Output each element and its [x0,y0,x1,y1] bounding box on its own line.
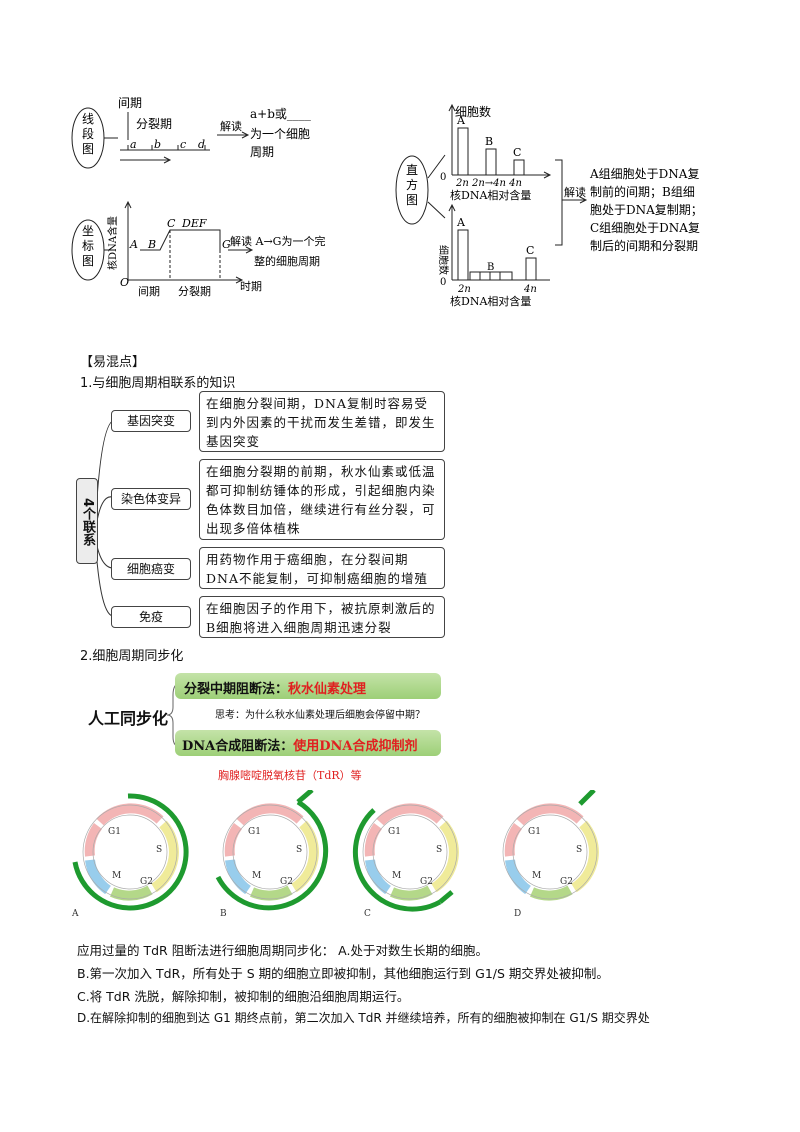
side-label: 4个联系 [76,478,98,564]
svg-text:0: 0 [440,172,446,183]
svg-text:A: A [456,114,466,127]
svg-text:C组细胞处于DNA复: C组细胞处于DNA复 [590,221,700,235]
section2-title: 2.细胞周期同步化 [80,649,184,664]
svg-text:C: C [526,244,534,257]
link-text-immunity: 在细胞因子的作用下，被抗原刺激后的B细胞将进入细胞周期迅速分裂 [199,596,445,638]
link-label-immunity: 免疫 [111,606,191,628]
svg-text:G1: G1 [108,827,121,837]
svg-text:解读: 解读 [564,185,586,199]
svg-text:G1: G1 [528,827,541,837]
svg-text:S: S [436,845,442,855]
svg-text:分裂期: 分裂期 [178,285,211,298]
svg-text:G: G [222,238,231,251]
svg-text:为一个细胞: 为一个细胞 [250,127,310,141]
sync-brace [166,682,182,748]
link-label-gene-mutation: 基因突变 [111,410,191,432]
histogram-diagram: 直方图 细胞数 A B C 0 2n 2n→4n 4n 核DNA相对含量 细胞数… [395,103,703,308]
svg-text:S: S [156,845,162,855]
svg-text:a+b或____: a+b或____ [250,107,311,121]
svg-text:G2: G2 [280,877,293,887]
section1-title: 1.与细胞周期相联系的知识 [80,376,236,391]
m-block-text: 分裂中期阻断法：秋水仙素处理 [184,682,367,697]
svg-text:核DNA含量: 核DNA含量 [106,216,119,270]
svg-text:A: A [129,238,138,251]
svg-text:B: B [220,909,227,919]
svg-text:D: D [514,909,521,919]
paragraph-1: 应用过量的 TdR 阻断法进行细胞周期同步化： A.处于对数生长期的细胞。 [77,943,488,958]
dna-block-text: DNA合成阻断法：使用DNA合成抑制剂 [182,739,418,754]
svg-text:a: a [130,138,137,151]
svg-text:2n 2n→4n 4n: 2n 2n→4n 4n [455,178,522,189]
svg-text:整的细胞周期: 整的细胞周期 [254,254,320,268]
svg-text:0: 0 [440,277,446,288]
svg-text:b: b [154,138,161,151]
svg-text:解读: 解读 [220,119,242,133]
division-label: 分裂期 [136,117,172,131]
svg-text:G1: G1 [388,827,401,837]
svg-text:C: C [364,909,371,919]
paragraph-2: B.第一次加入 TdR，所有处于 S 期的细胞立即被抑制，其他细胞运行到 G1/… [77,966,609,981]
svg-text:坐标图: 坐标图 [82,224,94,268]
svg-text:M: M [532,871,541,881]
m-block-bar [175,673,441,699]
svg-text:制后的间期和分裂期: 制后的间期和分裂期 [590,238,698,253]
svg-text:B: B [487,262,494,273]
link-label-cancer: 细胞癌变 [111,558,191,580]
svg-text:DEF: DEF [181,217,207,230]
svg-text:A: A [456,216,466,229]
svg-text:C: C [167,217,176,230]
link-label-chromosome-variation: 染色体变异 [111,488,191,510]
svg-text:A组细胞处于DNA复: A组细胞处于DNA复 [589,167,699,181]
link-text-chromosome-variation: 在细胞分裂期的前期，秋水仙素或低温都可抑制纺锤体的形成，引起细胞内染色体数目加倍… [199,459,445,540]
dna-block-bar [175,730,441,756]
svg-text:B: B [147,238,156,251]
paragraph-3: C.将 TdR 洗脱，解除抑制，被抑制的细胞沿细胞周期运行。 [77,989,410,1004]
svg-text:2n: 2n [457,284,471,295]
svg-text:间期: 间期 [138,285,160,298]
svg-text:C: C [513,146,521,159]
svg-text:G2: G2 [420,877,433,887]
svg-text:细胞数: 细胞数 [455,104,491,119]
svg-text:制前的间期；B组细: 制前的间期；B组细 [590,184,695,199]
svg-text:G2: G2 [140,877,153,887]
svg-text:G2: G2 [560,877,573,887]
svg-text:B: B [485,135,493,148]
link-text-gene-mutation: 在细胞分裂间期，DNA复制时容易受到内外因素的干扰而发生差错，即发生基因突变 [199,391,445,452]
svg-text:d: d [198,138,205,151]
svg-text:S: S [576,845,582,855]
svg-text:M: M [112,871,121,881]
svg-text:时期: 时期 [240,280,262,293]
top-left-diagrams: 线段图 间期 分裂期 a b c d 解读 a+b或____ 为一个细胞 周期 … [71,96,325,298]
cell-cycle-diagrams: G1S M G2 G1S M G2 G1S M G2 G1S M G2 A B C D [71,790,630,919]
svg-text:胞处于DNA复制期；: 胞处于DNA复制期； [590,203,703,217]
svg-text:M: M [392,871,401,881]
svg-text:A: A [71,909,79,919]
tdr-note: 胸腺嘧啶脱氧核苷（TdR）等 [218,769,362,782]
svg-text:4n: 4n [523,284,537,295]
svg-text:周期: 周期 [250,145,274,159]
svg-text:O: O [120,276,129,289]
sync-main-label: 人工同步化 [88,709,169,728]
svg-text:核DNA相对含量: 核DNA相对含量 [450,188,531,202]
link-text-cancer: 用药物作用于癌细胞，在分裂间期DNA不能复制，可抑制癌细胞的增殖 [199,547,445,589]
svg-text:S: S [296,845,302,855]
interphase-label: 间期 [118,96,142,110]
svg-text:c: c [180,138,186,151]
svg-text:G1: G1 [248,827,261,837]
svg-text:解读 A→G为一个完: 解读 A→G为一个完 [230,234,325,248]
svg-text:核DNA相对含量: 核DNA相对含量 [450,294,531,308]
paragraph-4: D.在解除抑制的细胞到达 G1 期终点前，第二次加入 TdR 并继续培养，所有的… [77,1011,650,1025]
line-seg-label: 线段图 [82,112,94,156]
svg-text:细胞数: 细胞数 [437,245,450,275]
confusion-title: 【易混点】 [80,355,146,370]
svg-text:M: M [252,871,261,881]
svg-text:直方图: 直方图 [406,163,418,207]
think-text: 思考：为什么秋水仙素处理后细胞会停留中期？ [215,710,425,721]
